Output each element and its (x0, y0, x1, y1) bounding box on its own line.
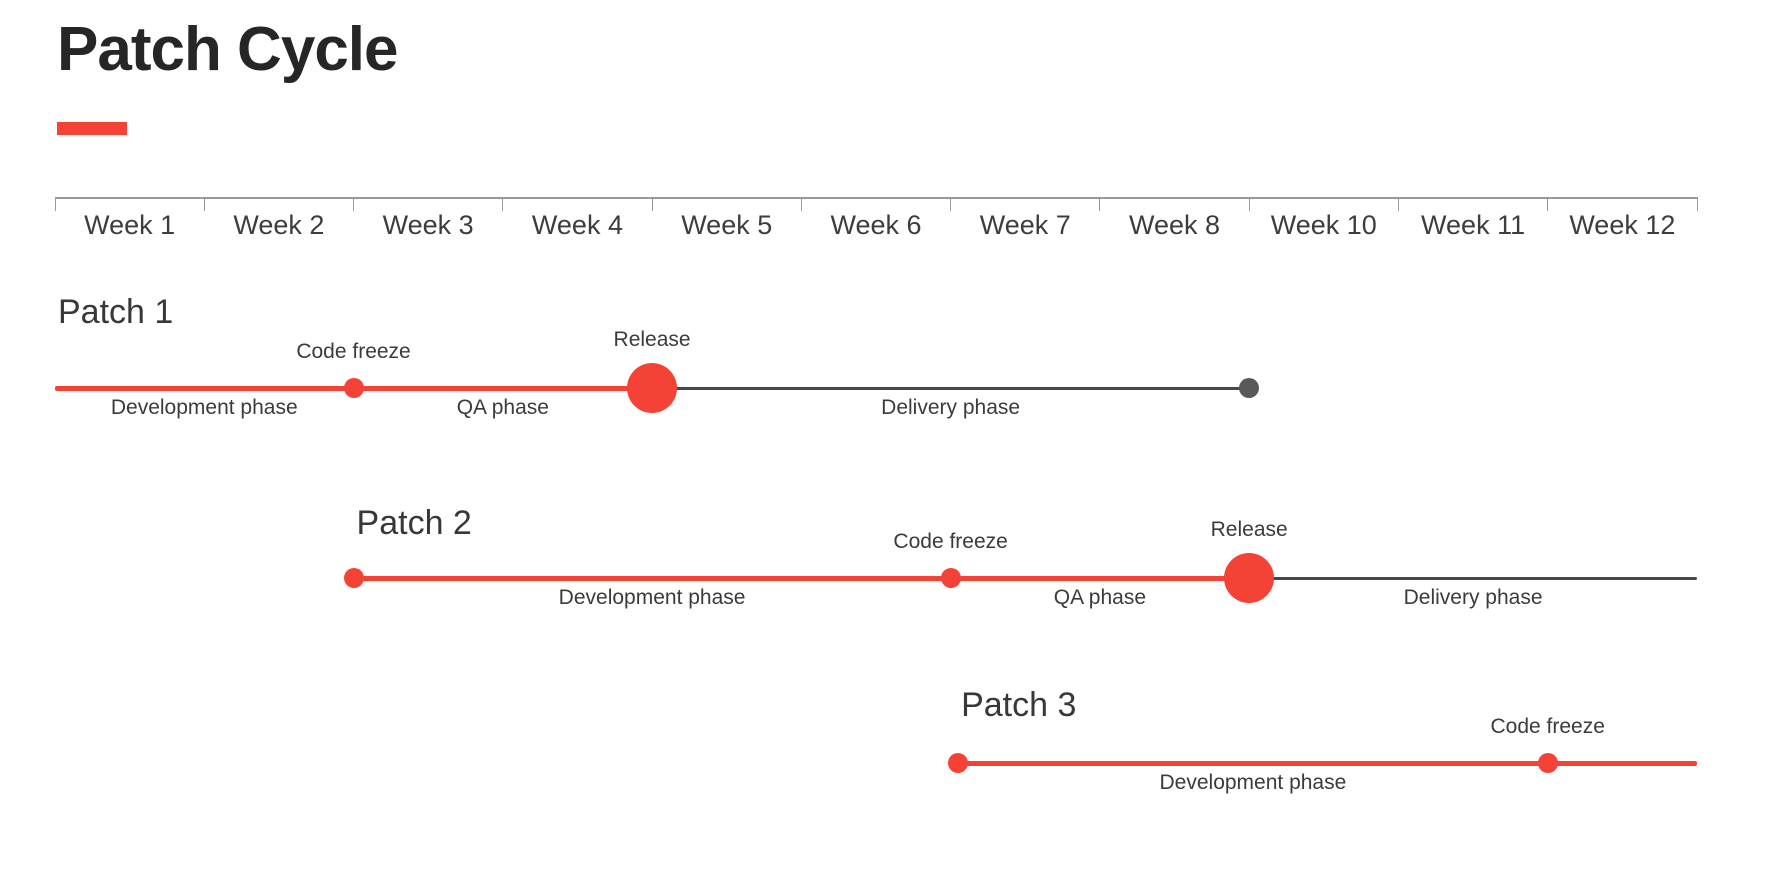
week-label: Week 11 (1421, 210, 1526, 240)
axis-tick (800, 197, 802, 211)
axis-tick (1547, 197, 1549, 211)
week-label: Week 10 (1270, 210, 1377, 240)
week-label: Week 2 (233, 210, 325, 240)
phase-segment (958, 760, 1548, 766)
page-title: Patch Cycle (57, 15, 399, 84)
phase-segment (1547, 760, 1697, 766)
axis-tick (950, 197, 952, 211)
milestone-dot (343, 378, 364, 398)
patch-name: Patch 2 (356, 504, 472, 542)
axis-tick (1397, 197, 1399, 211)
axis-tick (203, 197, 205, 211)
week-label: Week 4 (531, 210, 623, 240)
milestone-dot (948, 753, 969, 773)
phase-segment (353, 385, 653, 391)
milestone-label: Release (1210, 518, 1288, 541)
phase-label: Development phase (558, 586, 746, 609)
axis-tick (353, 197, 355, 211)
axis-tick (54, 197, 56, 211)
milestone-dot (1239, 378, 1260, 398)
week-label: Week 7 (979, 210, 1071, 240)
phase-label: Development phase (1159, 771, 1347, 794)
axis-rule (55, 197, 1697, 199)
axis-tick (651, 197, 653, 211)
patch-name: Patch 3 (961, 686, 1077, 724)
week-label: Week 5 (681, 210, 773, 240)
release-dot (1224, 553, 1275, 603)
milestone-dot (1537, 753, 1558, 773)
week-label: Week 8 (1129, 210, 1221, 240)
phase-segment (55, 385, 354, 391)
milestone-label: Release (613, 328, 691, 351)
patch-name: Patch 1 (58, 293, 174, 331)
phase-segment (353, 575, 951, 581)
axis-tick (1696, 197, 1698, 211)
week-label: Week 6 (830, 210, 922, 240)
phase-label: Delivery phase (1403, 586, 1543, 609)
axis-tick (1248, 197, 1250, 211)
release-dot (627, 363, 678, 413)
phase-label: QA phase (1053, 586, 1147, 609)
milestone-dot (940, 568, 961, 588)
week-label: Week 1 (84, 210, 176, 240)
axis-tick (1099, 197, 1101, 211)
phase-segment (652, 386, 1250, 390)
milestone-label: Code freeze (893, 530, 1008, 553)
milestone-label: Code freeze (296, 340, 411, 363)
week-label: Week 3 (382, 210, 474, 240)
week-label: Week 12 (1569, 210, 1676, 240)
phase-label: QA phase (456, 396, 549, 419)
phase-label: Development phase (110, 396, 298, 419)
phase-segment (950, 575, 1250, 581)
axis-tick (502, 197, 504, 211)
phase-segment (1249, 576, 1697, 580)
milestone-dot (343, 568, 364, 588)
milestone-label: Code freeze (1490, 715, 1605, 738)
phase-label: Delivery phase (881, 396, 1021, 419)
title-accent-bar (57, 122, 127, 135)
